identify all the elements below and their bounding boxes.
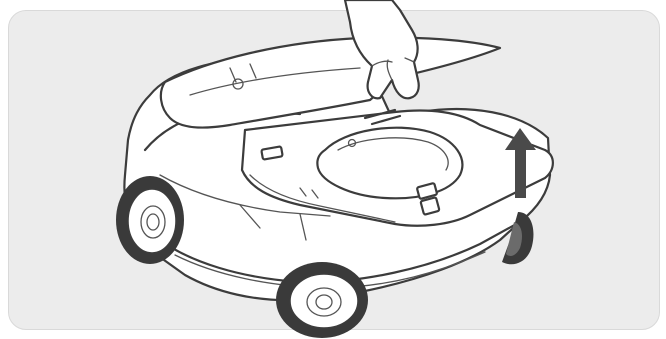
front-wheel: [276, 262, 368, 338]
rear-wheel: [116, 176, 184, 264]
